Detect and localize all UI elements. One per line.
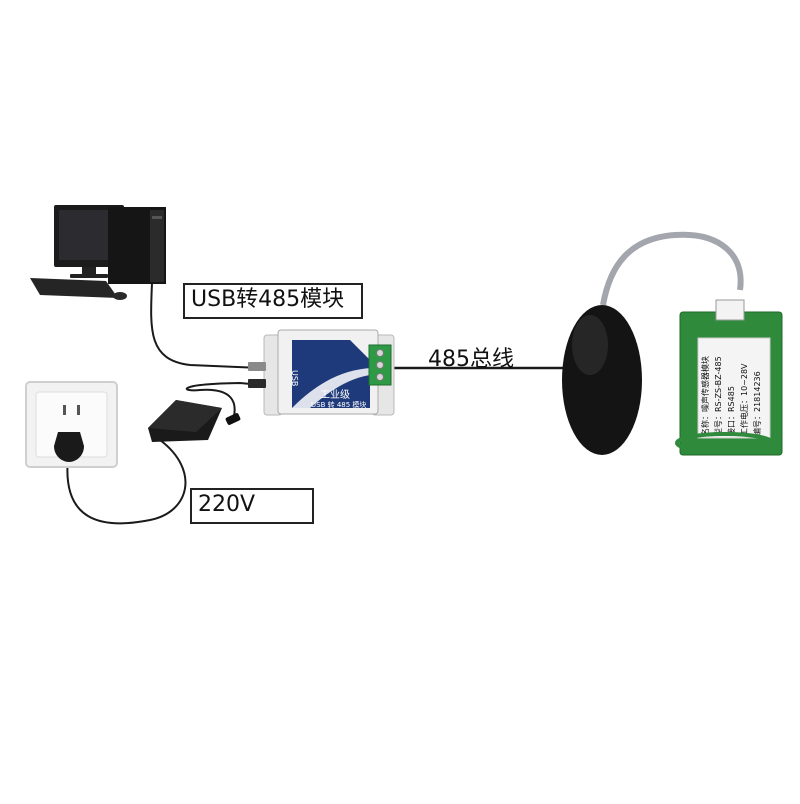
pcb-label-line-1: 名称：噪声传感器模块 xyxy=(700,356,710,436)
monitor-stand xyxy=(82,267,96,275)
monitor-base xyxy=(70,274,108,278)
terminal-screw-1 xyxy=(376,349,384,357)
pcb-bottom-edge xyxy=(675,432,775,454)
power-plug xyxy=(54,432,84,462)
pc-usb-cable xyxy=(150,282,263,369)
desktop-computer xyxy=(30,205,166,300)
wall-socket xyxy=(25,381,118,468)
cables xyxy=(66,282,568,525)
pcb-label-line-4: 工作电压：10~28V xyxy=(739,363,749,436)
usb-485-converter: USB 工业级 USB 转 485 模块 xyxy=(248,329,395,416)
converter-model-text: USB 转 485 模块 xyxy=(311,400,366,409)
adapter-plug xyxy=(225,413,241,425)
pc-tower-front xyxy=(150,210,164,282)
pcb-label-line-2: 型号：RS-ZS-BZ-485 xyxy=(714,356,723,436)
dc-plug xyxy=(248,379,266,388)
pcb-label-sticker xyxy=(697,337,771,439)
converter-grade-text: 工业级 xyxy=(320,389,350,401)
pcb-connector xyxy=(715,299,745,321)
pcb-label-lines: 名称：噪声传感器模块 型号：RS-ZS-BZ-485 接口：RS485 工作电压… xyxy=(700,356,762,436)
sensor-highlight xyxy=(572,315,608,375)
sensor-pcb-module: 名称：噪声传感器模块 型号：RS-ZS-BZ-485 接口：RS485 工作电压… xyxy=(675,299,783,456)
rs485-bus-label: 485总线 xyxy=(428,347,514,372)
usb-485-module-label: USB转485模块 xyxy=(183,283,363,319)
converter-white-sweep xyxy=(292,368,370,408)
noise-sensor-probe xyxy=(562,305,642,455)
converter-port-text: USB xyxy=(290,370,299,386)
keyboard xyxy=(30,278,118,298)
sensor-ribbon-cable xyxy=(600,231,744,306)
adapter-dc-cable xyxy=(185,381,263,424)
usb-plug xyxy=(248,362,266,371)
pcb-label-line-5: 编号：21814236 xyxy=(752,371,762,436)
terminal-screw-3 xyxy=(376,373,384,381)
mains-cable xyxy=(66,429,187,525)
socket-slot-right xyxy=(77,405,80,415)
mouse xyxy=(113,292,127,300)
pc-drive-bay xyxy=(152,216,162,219)
power-adapter xyxy=(148,400,241,442)
power-220v-label: 220V xyxy=(190,488,314,524)
adapter-top xyxy=(148,400,222,432)
terminal-screw-2 xyxy=(376,361,384,369)
pcb-label-line-3: 接口：RS485 xyxy=(726,386,736,436)
socket-slot-left xyxy=(63,405,66,415)
